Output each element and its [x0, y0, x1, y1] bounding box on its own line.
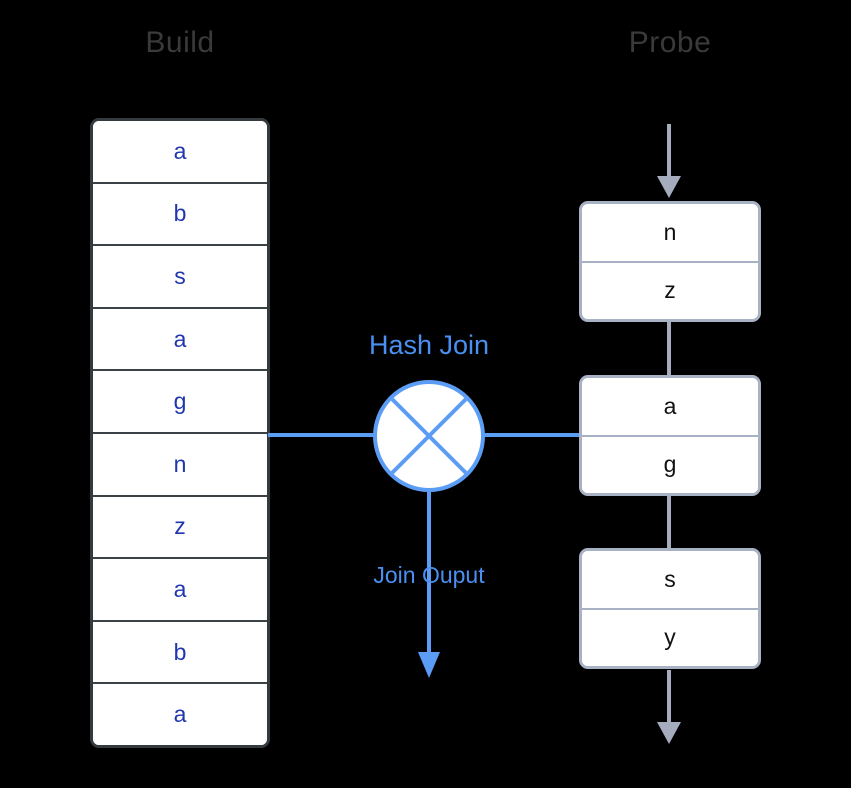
build-column: a b s a g n z a b a — [90, 118, 270, 748]
probe-cell: s — [582, 551, 758, 610]
build-column-title: Build — [145, 26, 215, 59]
down-arrow-icon — [657, 176, 681, 198]
build-cell: n — [93, 433, 267, 497]
build-cell: z — [93, 496, 267, 560]
cross-circle-icon — [373, 380, 485, 492]
probe-block: s y — [579, 548, 761, 669]
join-output-label: Join Ouput — [373, 562, 485, 588]
build-cell: b — [93, 621, 267, 685]
probe-cell: a — [582, 378, 758, 437]
probe-cell: z — [582, 262, 758, 319]
build-cell: a — [93, 559, 267, 622]
build-cell: s — [93, 246, 267, 309]
probe-cell: y — [582, 609, 758, 666]
probe-block: n z — [579, 201, 761, 322]
probe-inflow-line — [667, 124, 671, 180]
probe-connector-line — [667, 322, 671, 375]
probe-outflow-line — [667, 670, 671, 726]
probe-block: a g — [579, 375, 761, 496]
down-arrow-icon — [418, 652, 440, 678]
probe-cell: g — [582, 436, 758, 493]
build-cell: a — [93, 121, 267, 184]
build-cell: g — [93, 371, 267, 434]
join-output-line — [427, 490, 431, 658]
probe-cell: n — [582, 204, 758, 263]
build-cell: a — [93, 684, 267, 745]
probe-connector-line — [667, 496, 671, 548]
build-to-join-line — [268, 433, 378, 437]
probe-column-title: Probe — [628, 26, 712, 59]
build-cell: a — [93, 308, 267, 372]
probe-to-join-line — [480, 433, 581, 437]
hash-join-label: Hash Join — [368, 330, 490, 360]
down-arrow-icon — [657, 722, 681, 744]
build-cell: b — [93, 183, 267, 247]
